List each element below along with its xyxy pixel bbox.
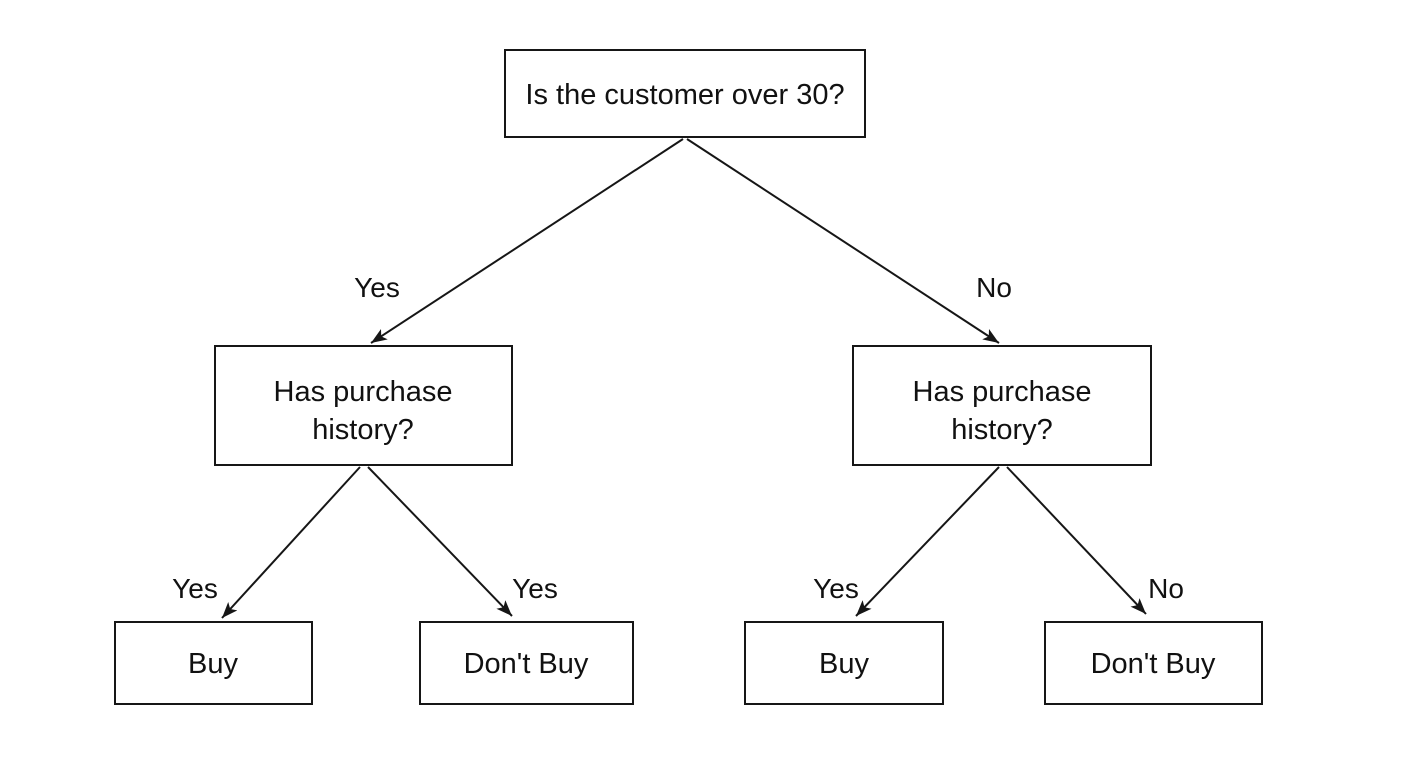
node-right-question-box xyxy=(852,345,1152,466)
edge-label-right-buy: Yes xyxy=(813,573,859,604)
node-left-leaf-buy-box xyxy=(114,621,313,705)
node-right-question-label-line2: history? xyxy=(951,414,1053,446)
node-right-leaf-dont-buy-label: Don't Buy xyxy=(1091,648,1216,680)
edge-left-to-buy xyxy=(221,466,361,619)
edge-root-to-right xyxy=(686,138,1000,344)
node-left-question-label-line1: Has purchase xyxy=(274,376,453,408)
edge-root-to-left xyxy=(370,138,684,344)
node-left-leaf-dont-buy-box xyxy=(419,621,634,705)
edge-label-right-dont-buy: No xyxy=(1148,573,1184,604)
node-left-leaf-buy-label: Buy xyxy=(188,648,238,680)
node-root-box xyxy=(504,49,866,138)
edge-label-root-left: Yes xyxy=(354,272,400,303)
edge-right-to-dont-buy xyxy=(1006,466,1147,615)
edge-label-left-dont-buy: Yes xyxy=(512,573,558,604)
edge-label-root-right: No xyxy=(976,272,1012,303)
node-right-question-label-line1: Has purchase xyxy=(913,376,1092,408)
edge-label-left-buy: Yes xyxy=(172,573,218,604)
edge-left-to-dont-buy xyxy=(367,466,513,617)
node-right-leaf-buy-label: Buy xyxy=(819,648,869,680)
node-right-leaf-buy-box xyxy=(744,621,944,705)
node-right-leaf-dont-buy-box xyxy=(1044,621,1263,705)
node-left-question-label-line2: history? xyxy=(312,414,414,446)
node-left-leaf-dont-buy-label: Don't Buy xyxy=(464,648,589,680)
node-root-label: Is the customer over 30? xyxy=(525,79,844,111)
edge-right-to-buy xyxy=(855,466,1000,617)
node-left-question-box xyxy=(214,345,513,466)
